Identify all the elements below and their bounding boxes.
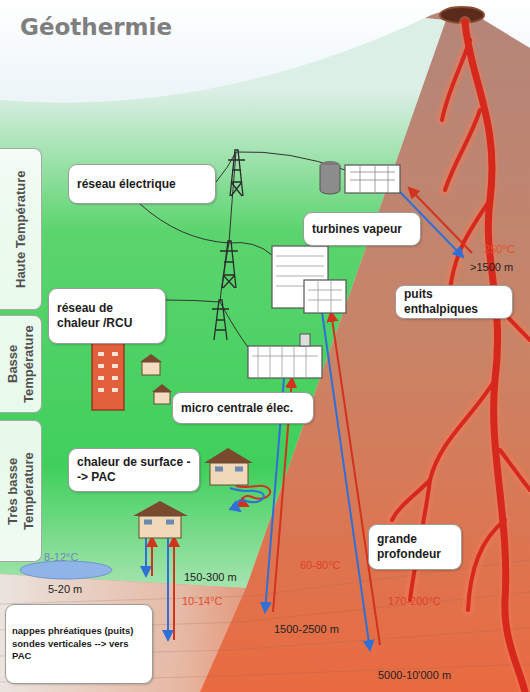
- groundwater: [20, 561, 112, 579]
- callout-box: chaleur de surface --> PAC: [68, 448, 200, 492]
- chimney: [300, 334, 310, 346]
- callout-text: puits enthalpiques: [404, 287, 504, 317]
- house-roof: [140, 354, 172, 392]
- injection-pipe: [322, 312, 370, 650]
- measure-label: 60-80°C: [300, 560, 340, 571]
- callout-text: chaleur de surface --> PAC: [77, 455, 191, 485]
- vertical-probe: [167, 537, 169, 640]
- well-pipe: [151, 537, 153, 576]
- shallow-ground: [0, 574, 246, 692]
- house-windows: [215, 467, 243, 472]
- callout-text: grande profondeur: [377, 532, 453, 562]
- vertical-probe: [173, 537, 175, 640]
- callout-box: puits enthalpiques: [395, 285, 513, 319]
- callout-box: réseau électrique: [68, 164, 216, 204]
- measure-label: 250°C: [484, 244, 515, 255]
- pylon: [220, 241, 238, 288]
- band-label: Haute Température: [13, 153, 29, 305]
- well-pipe: [145, 537, 147, 576]
- callout-text: nappes phréatiques (puits) sondes vertic…: [12, 625, 146, 663]
- temperature-band: Très basse Température: [0, 420, 42, 562]
- callout-text: réseau électrique: [77, 177, 207, 192]
- measure-label: 8-12°C: [44, 552, 78, 563]
- small-house: [154, 392, 170, 404]
- plant-windows: [252, 346, 318, 378]
- diagram-title: Géothermie: [20, 14, 172, 40]
- measure-label: 10-14°C: [182, 596, 222, 607]
- house: [210, 463, 248, 485]
- callout-box: réseau de chaleur /RCU: [48, 288, 166, 344]
- temperature-band: Haute Température: [0, 148, 42, 310]
- magma-glow: [392, 22, 530, 692]
- callout-box: grande profondeur: [368, 524, 462, 570]
- pylon: [212, 300, 229, 340]
- temperature-band: Basse Température: [0, 315, 42, 413]
- production-pipe: [331, 312, 380, 645]
- measure-label: 150-300 m: [184, 572, 237, 583]
- tank: [320, 165, 340, 194]
- plant-windows: [308, 280, 342, 313]
- house-roof: [133, 501, 188, 516]
- callout-text: turbines vapeur: [312, 222, 412, 237]
- surface-loop: [230, 488, 264, 511]
- measure-label: >1500 m: [470, 262, 513, 273]
- house: [139, 516, 181, 538]
- callout-box: micro centrale élec.: [172, 392, 314, 424]
- measure-label: 1500-2500 m: [274, 624, 339, 635]
- micro-plant: [248, 346, 322, 378]
- callout-text: réseau de chaleur /RCU: [57, 301, 157, 331]
- small-house: [142, 362, 160, 375]
- house-windows: [144, 520, 174, 525]
- pylon: [228, 150, 245, 196]
- plant-windows: [350, 165, 395, 193]
- rock-section: [0, 11, 530, 692]
- callout-box: turbines vapeur: [303, 212, 421, 246]
- band-label: Très basse Température: [5, 425, 36, 557]
- measure-label: 5-20 m: [48, 584, 82, 595]
- power-plant-annex: [304, 280, 346, 313]
- measure-label: 5000-10'000 m: [378, 670, 451, 681]
- house-roof: [204, 448, 253, 463]
- callout-box: nappes phréatiques (puits) sondes vertic…: [5, 604, 153, 684]
- measure-label: 170-200°C: [388, 596, 441, 607]
- turbine-plant: [345, 165, 400, 193]
- callout-text: micro centrale élec.: [181, 401, 305, 416]
- band-label: Basse Température: [5, 320, 36, 408]
